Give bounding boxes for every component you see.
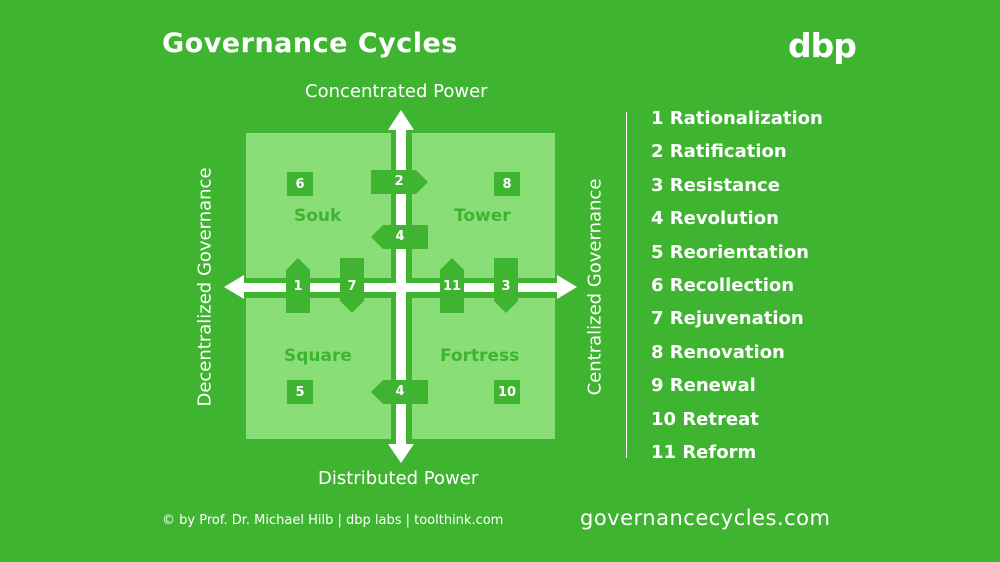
legend-item: 9 Renewal <box>651 375 756 397</box>
transition-arrow-2 <box>371 170 428 194</box>
vertical-axis-arrow-up <box>388 110 414 130</box>
transition-arrow-1 <box>286 258 310 313</box>
legend-list: 1 Rationalization 2 Ratification 3 Resis… <box>651 104 823 471</box>
transition-arrow-4-bottom <box>371 380 428 404</box>
quadrant-name-tower: Tower <box>454 206 511 226</box>
quadrant-tower <box>412 133 555 278</box>
quadrant-fortress <box>412 298 555 439</box>
legend-item: 7 Rejuvenation <box>651 308 804 330</box>
transition-number-2: 2 <box>394 174 404 189</box>
transition-arrow-11 <box>440 258 464 313</box>
dbp-logo: dbp <box>788 26 857 65</box>
axis-label-right: Centralized Governance <box>584 178 606 396</box>
legend-item: 11 Reform <box>651 441 757 463</box>
transition-number-1: 1 <box>293 279 303 294</box>
transition-number-3: 3 <box>501 279 511 294</box>
legend-divider <box>626 112 627 458</box>
transition-number-4-top: 4 <box>395 229 405 244</box>
quadrant-number-souk: 6 <box>287 172 313 196</box>
axis-label-bottom: Distributed Power <box>318 468 479 489</box>
legend-item: 5 Reorientation <box>651 241 810 263</box>
legend-item: 6 Recollection <box>651 274 795 296</box>
quadrant-number-square: 5 <box>287 380 313 404</box>
transition-arrow-4-top <box>371 225 428 249</box>
legend-item: 10 Retreat <box>651 408 759 430</box>
horizontal-axis-line <box>240 283 562 292</box>
axis-label-left: Decentralized Governance <box>194 167 216 407</box>
legend-item: 3 Resistance <box>651 174 780 196</box>
transition-number-4-bottom: 4 <box>395 384 405 399</box>
quadrant-number-tower: 8 <box>494 172 520 196</box>
horizontal-axis-arrow-left <box>224 275 244 299</box>
website-link[interactable]: governancecycles.com <box>580 506 831 530</box>
quadrant-name-fortress: Fortress <box>440 346 520 366</box>
quadrant-name-souk: Souk <box>294 206 342 226</box>
transition-number-7: 7 <box>347 279 357 294</box>
legend-item: 4 Revolution <box>651 208 779 230</box>
transition-number-11: 11 <box>442 279 462 294</box>
horizontal-axis-arrow-right <box>557 275 577 299</box>
axis-label-top: Concentrated Power <box>305 81 488 102</box>
vertical-axis-arrow-down <box>388 444 414 463</box>
quadrant-square <box>246 298 391 439</box>
credit-text: © by Prof. Dr. Michael Hilb | dbp labs |… <box>162 513 504 528</box>
quadrant-number-fortress: 10 <box>494 380 520 404</box>
page-title: Governance Cycles <box>162 28 458 59</box>
legend-item: 8 Renovation <box>651 341 785 363</box>
quadrant-souk <box>246 133 391 278</box>
legend-item: 1 Rationalization <box>651 108 823 129</box>
quadrant-name-square: Square <box>284 346 352 366</box>
transition-arrow-7 <box>340 258 364 313</box>
legend-item: 2 Ratification <box>651 141 787 163</box>
transition-arrow-3 <box>494 258 518 313</box>
